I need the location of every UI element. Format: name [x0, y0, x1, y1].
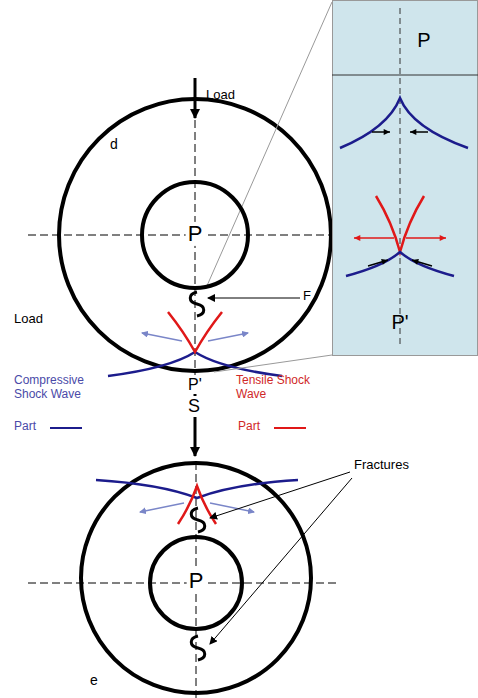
point-label: P [187, 569, 206, 593]
point-label: P [186, 222, 205, 246]
legend-text: Part [14, 420, 36, 434]
zoom-inset-outline [332, 0, 478, 356]
arrow-head [384, 129, 390, 135]
point-label: F [303, 289, 311, 304]
legend-heading: Tensile Shock Wave [236, 374, 316, 402]
circle-outline [142, 182, 248, 288]
tensile-wave [376, 196, 424, 252]
point-label: P' [391, 311, 408, 333]
arrow-head [381, 259, 388, 265]
arrow-head [412, 259, 419, 265]
surface-line [332, 75, 478, 76]
circle-outline [150, 537, 242, 629]
figure-letter: e [90, 672, 98, 688]
compressive-wave [340, 98, 468, 148]
legend-text: Part [238, 420, 260, 434]
zoom-inset: P P' [332, 0, 478, 356]
callout-label: Fractures [354, 458, 409, 473]
legend-heading: Compressive Shock Wave [14, 374, 104, 402]
inset-ground [333, 1, 478, 356]
point-label: P' [187, 376, 203, 394]
arrow-head [354, 235, 360, 241]
inner-bore-circle: P [148, 535, 244, 631]
arrow-head [440, 235, 446, 241]
arrow-head [410, 129, 416, 135]
point-label: S [187, 396, 201, 417]
inner-bore-circle: P [140, 180, 250, 290]
figure-letter: d [110, 136, 118, 152]
load-label: Load [206, 88, 235, 103]
load-label: Load [14, 312, 43, 327]
axis-line [400, 8, 401, 348]
compressive-wave [346, 252, 454, 276]
point-label: P [417, 29, 430, 51]
